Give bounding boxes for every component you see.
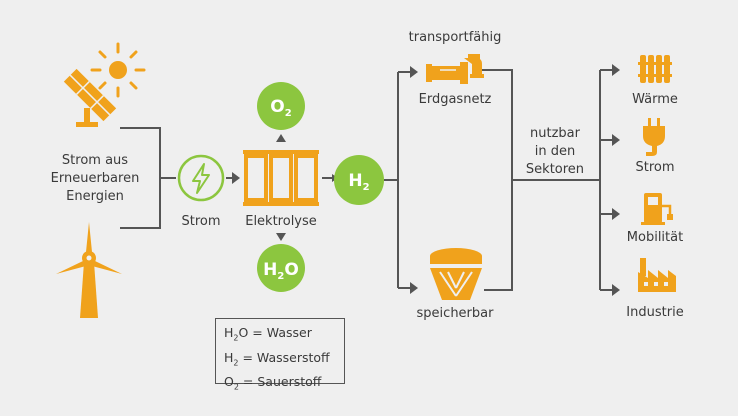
- sector-label-strom: Strom: [635, 160, 675, 175]
- h2-label: H2: [348, 171, 369, 193]
- usage-label: nutzbar in den Sektoren: [525, 126, 585, 177]
- arrow-to-strom: [612, 134, 620, 146]
- transport-label: transportfähig: [408, 30, 502, 45]
- sector-label-industrie: Industrie: [626, 305, 684, 320]
- arrowheads: [232, 64, 620, 296]
- factory-icon: [638, 258, 676, 292]
- arrow-to-pipe: [410, 66, 418, 78]
- electrolyser-icon: [243, 150, 319, 206]
- o2-circle: [257, 82, 305, 130]
- charging-station-icon: [641, 193, 673, 225]
- grid-label: Erdgasnetz: [418, 92, 492, 107]
- legend-o2: O2 = Sauerstoff: [224, 374, 322, 392]
- gas-pipe-icon: [426, 54, 484, 84]
- sources-label: Strom aus Erneuerbaren Energien: [50, 153, 140, 204]
- h2-circle: [334, 155, 384, 205]
- h2o-label: H2O: [263, 260, 299, 282]
- legend-box: H2O = Wasser H2 = Wasserstoff O2 = Sauer…: [215, 318, 345, 392]
- arrow-from-h2o: [276, 233, 286, 241]
- legend-h2o: H2O = Wasser: [224, 325, 312, 343]
- electrolysis-label: Elektrolyse: [245, 214, 317, 229]
- arrow-to-waerme: [612, 64, 620, 76]
- arrow-to-o2: [276, 134, 286, 142]
- h2o-circle: [257, 244, 305, 292]
- sector-label-mobilitaet: Mobilität: [626, 230, 684, 245]
- arrow-to-electrolyser: [232, 172, 240, 184]
- legend-h2: H2 = Wasserstoff: [224, 349, 330, 368]
- o2-label: O2: [270, 97, 291, 119]
- radiator-icon: [638, 55, 672, 83]
- solar-panel-sun-icon: [63, 42, 146, 127]
- arrow-to-storage: [410, 282, 418, 294]
- storage-label: speicherbar: [416, 306, 494, 321]
- wind-turbine-icon: [56, 222, 122, 318]
- power-plug-icon: [643, 118, 665, 156]
- sector-label-waerme: Wärme: [632, 92, 678, 107]
- arrow-to-industrie: [612, 284, 620, 296]
- lightning-circle-icon: [177, 154, 225, 202]
- arrow-to-mobilitaet: [612, 208, 620, 220]
- strom-label: Strom: [181, 214, 221, 229]
- connector-lines: [120, 69, 612, 291]
- gas-storage-tank-icon: [430, 248, 482, 300]
